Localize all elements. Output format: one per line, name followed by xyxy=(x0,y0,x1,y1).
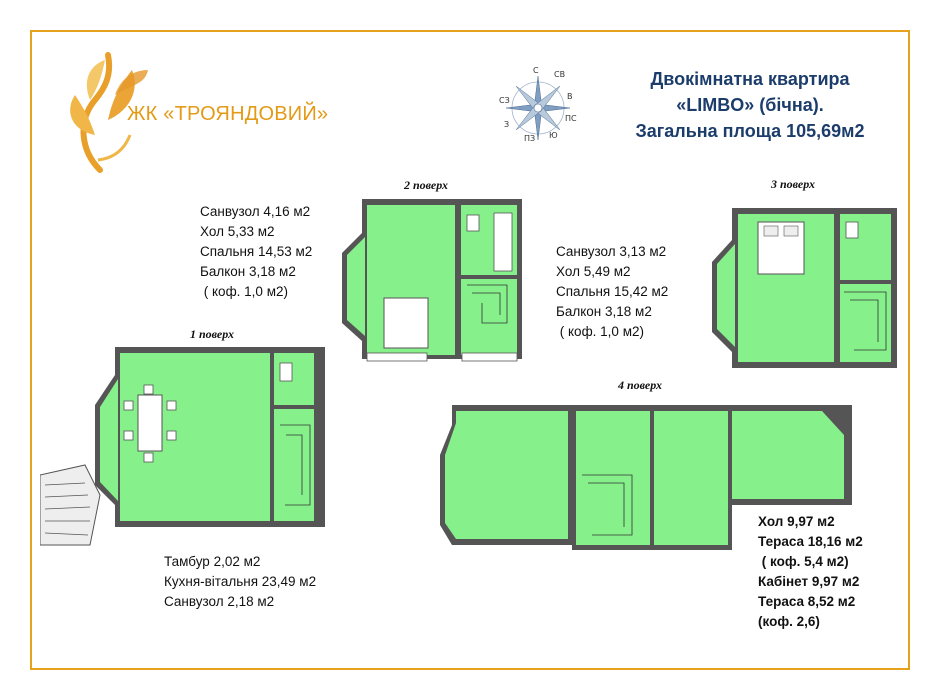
title-line-2: «LIMBO» (бічна). xyxy=(676,95,824,115)
area-item: Тераса 8,52 м2 xyxy=(758,594,856,609)
compass-letter: В xyxy=(567,92,573,101)
area-item: Хол 5,33 м2 xyxy=(200,224,275,239)
compass-letter: ПЗ xyxy=(524,134,536,143)
compass-letter: СЗ xyxy=(499,96,510,105)
area-item: Спальня 14,53 м2 xyxy=(200,244,313,259)
compass-letter: ПС xyxy=(565,114,577,123)
area-item: ( коф. 1,0 м2) xyxy=(200,284,288,299)
floor-3-label: 3 поверх xyxy=(771,177,815,191)
floor-2-area-list: Санвузол 4,16 м2 Хол 5,33 м2 Спальня 14,… xyxy=(200,202,312,302)
floor-1-label: 1 поверх xyxy=(190,327,234,341)
floor-4-plan xyxy=(440,405,852,550)
area-item: ( коф. 5,4 м2) xyxy=(758,554,849,569)
floor-4-label: 4 поверх xyxy=(618,378,662,392)
compass-rose-icon xyxy=(505,75,571,141)
rose-logo-icon xyxy=(70,52,148,173)
area-item: Хол 5,49 м2 xyxy=(556,264,631,279)
compass-letter: З xyxy=(504,120,510,129)
floor-1-area-list: Тамбур 2,02 м2 Кухня-вітальня 23,49 м2 С… xyxy=(164,552,316,612)
area-item: ( коф. 1,0 м2) xyxy=(556,324,644,339)
area-item: Балкон 3,18 м2 xyxy=(200,264,296,279)
area-item: (коф. 2,6) xyxy=(758,614,820,629)
compass-letter: С xyxy=(533,66,539,75)
floor-1-plan xyxy=(40,347,325,546)
page-frame xyxy=(30,30,910,670)
compass-letter: СВ xyxy=(554,70,566,79)
area-item: Санвузол 4,16 м2 xyxy=(200,204,311,219)
area-item: Кухня-вітальня 23,49 м2 xyxy=(164,574,317,589)
floor-3-area-list: Санвузол 3,13 м2 Хол 5,49 м2 Спальня 15,… xyxy=(556,242,668,342)
compass-letter: Ю xyxy=(549,131,558,140)
area-item: Балкон 3,18 м2 xyxy=(556,304,652,319)
title-line-3: Загальна площа 105,69м2 xyxy=(635,121,865,141)
area-item: Тераса 18,16 м2 xyxy=(758,534,863,549)
area-item: Хол 9,97 м2 xyxy=(758,514,835,529)
floor-4-area-list: Хол 9,97 м2 Тераса 18,16 м2 ( коф. 5,4 м… xyxy=(758,512,863,632)
floor-2-label: 2 поверх xyxy=(404,178,448,192)
area-item: Санвузол 3,13 м2 xyxy=(556,244,667,259)
area-item: Спальня 15,42 м2 xyxy=(556,284,669,299)
area-item: Тамбур 2,02 м2 xyxy=(164,554,261,569)
floor-3-plan xyxy=(712,208,897,368)
floor-2-plan xyxy=(342,199,522,362)
area-item: Санвузол 2,18 м2 xyxy=(164,594,275,609)
area-item: Кабінет 9,97 м2 xyxy=(758,574,860,589)
title-line-1: Двокімнатна квартира xyxy=(650,69,850,89)
logo-text: ЖК «ТРОЯНДОВИЙ» xyxy=(127,103,329,125)
